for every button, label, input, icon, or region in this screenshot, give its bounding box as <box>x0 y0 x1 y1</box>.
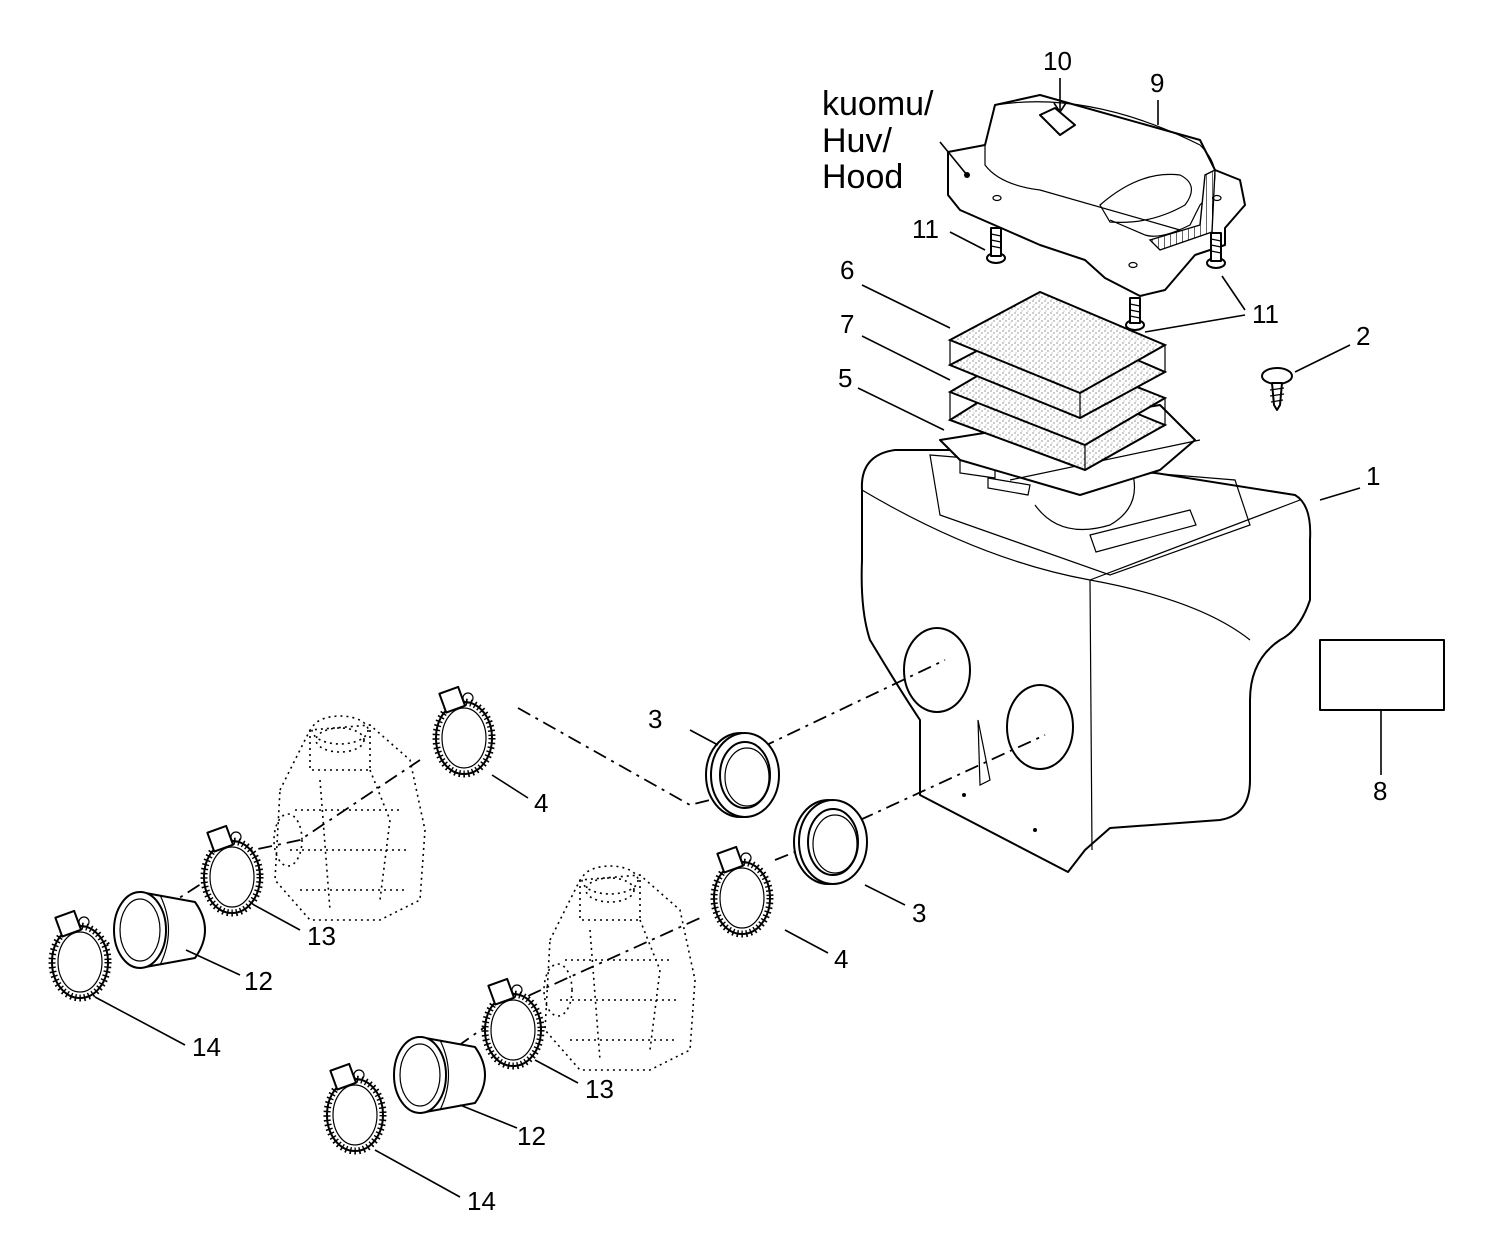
hose-clamp-lower-13 <box>485 979 541 1066</box>
callout-14-upper: 14 <box>192 1032 221 1062</box>
callout-1: 1 <box>1366 461 1380 491</box>
callout-11-left: 11 <box>912 214 939 244</box>
callout-10: 10 <box>1043 46 1072 76</box>
hood-label-fi: kuomu/ <box>822 85 934 123</box>
callout-12-upper: 12 <box>244 966 273 996</box>
callout-5: 5 <box>838 363 852 393</box>
callout-6: 6 <box>840 255 854 285</box>
hood-label-sv: Huv/ <box>822 122 892 160</box>
hood-label-en: Hood <box>822 158 903 196</box>
hose-clamp-upper-13 <box>204 826 260 913</box>
hood <box>947 94 1246 297</box>
screw-left <box>986 227 1006 264</box>
callout-4-lower: 4 <box>834 944 848 974</box>
callout-12-lower: 12 <box>517 1121 546 1151</box>
grommet-lower <box>793 799 868 885</box>
label-sticker-box <box>1319 639 1445 711</box>
callout-8: 8 <box>1373 776 1387 806</box>
push-rivet <box>1261 367 1293 411</box>
carburetor-upper <box>273 715 426 921</box>
air-box-housing <box>860 449 1312 873</box>
screw-bottom <box>1125 297 1145 331</box>
hose-clamp-upper-14 <box>52 911 108 998</box>
hose-clamp-upper-4 <box>436 687 492 774</box>
hood-language-label: kuomu/ Huv/ Hood <box>822 85 934 196</box>
callout-11-right: 11 <box>1252 299 1279 329</box>
screw-right <box>1206 232 1226 269</box>
hose-clamp-lower-14 <box>327 1064 383 1151</box>
intake-sleeve-upper <box>113 891 206 969</box>
callout-numbers: 1 2 3 3 4 4 5 6 7 8 9 10 11 11 12 12 13 … <box>192 46 1387 1216</box>
callout-7: 7 <box>840 309 854 339</box>
main-filter-pad <box>947 290 1168 420</box>
callout-3-upper: 3 <box>648 704 662 734</box>
callout-13-upper: 13 <box>307 921 336 951</box>
callout-3-lower: 3 <box>912 898 926 928</box>
intake-sleeve-lower <box>393 1036 486 1114</box>
callout-leaders <box>94 78 1382 1198</box>
callout-9: 9 <box>1150 68 1164 98</box>
callout-14-lower: 14 <box>467 1186 496 1216</box>
carburetor-lower <box>543 865 696 1071</box>
grommet-upper <box>705 732 780 818</box>
callout-2: 2 <box>1356 321 1370 351</box>
callout-13-lower: 13 <box>585 1074 614 1104</box>
hose-clamp-lower-4 <box>714 847 770 934</box>
callout-4-upper: 4 <box>534 788 548 818</box>
